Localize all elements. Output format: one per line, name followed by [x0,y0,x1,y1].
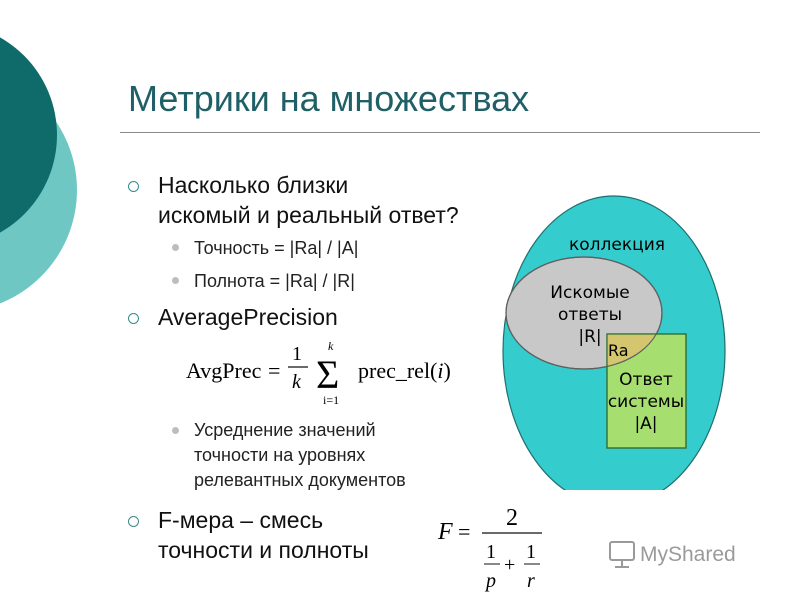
logo-screen-icon [609,541,635,561]
f-one-a: 1 [486,541,496,563]
intersection-label: Ra [608,341,629,360]
f-equals: = [458,519,470,544]
precision-definition: Точность = |Ra| / |A| [194,238,359,258]
fraction-numerator: 1 [292,343,302,365]
decorative-circles [0,37,77,304]
f-lhs: F [437,519,453,545]
bullet-icon [128,313,139,324]
recall-definition: Полнота = |Ra| / |R| [194,271,355,291]
term-close: ) [444,358,451,383]
bullet-1-line-1: Насколько близки [158,172,349,198]
answer-outline [606,333,687,449]
bullet-icon [128,181,139,192]
fraction-denominator: k [292,371,302,393]
formula-lhs: AvgPrec [186,358,262,383]
title-divider [120,132,760,133]
relevant-label-line-1: Искомые [550,283,629,303]
slide-title: Метрики на множествах [128,78,530,119]
avgprec-explanation-line-1: Усреднение значений [194,420,376,440]
relevant-outline [505,256,663,370]
term-body: prec_rel( [358,358,437,383]
sum-lower-limit: i=1 [323,393,339,407]
f-p: p [484,570,496,592]
myshared-logo: MyShared [609,541,736,568]
f-measure-formula: F = 2 1 p + 1 r [437,505,542,592]
sum-sigma: Σ [316,352,339,397]
f-r: r [527,570,535,592]
f-plus: + [504,554,515,576]
term-var: i [437,358,443,383]
sub-bullet-icon [172,427,179,434]
decor-dark-circle [0,37,57,233]
formula-term: prec_rel(i) [358,358,451,383]
f-one-b: 1 [526,541,536,563]
bullet-2-line-1: AveragePrecision [158,304,338,330]
sub-bullet-icon [172,277,179,284]
answer-label-line-1: Ответ [619,370,673,390]
sum-upper-limit: k [328,339,334,353]
logo-text: MyShared [640,543,736,566]
answer-label-line-3: |A| [634,414,657,434]
avgprec-explanation-line-3: релевантных документов [194,470,406,490]
bullet-3-line-1: F-мера – смесь [158,507,324,533]
f-numerator: 2 [506,505,518,531]
avgprec-formula: AvgPrec = 1 k k Σ i=1 prec_rel(i) [186,339,451,407]
venn-diagram: коллекция Искомые ответы |R| Ra Ответ си… [502,195,726,490]
bullet-1-line-2: искомый и реальный ответ? [158,202,459,228]
bullet-3-line-2: точности и полноты [158,537,369,563]
answer-label-line-2: системы [608,392,684,412]
bullet-icon [128,516,139,527]
relevant-label-line-2: ответы [558,305,622,325]
formula-equals: = [268,358,280,383]
collection-label: коллекция [569,235,665,255]
relevant-label-line-3: |R| [578,327,601,347]
sub-bullet-icon [172,244,179,251]
avgprec-explanation-line-2: точности на уровнях [194,445,366,465]
